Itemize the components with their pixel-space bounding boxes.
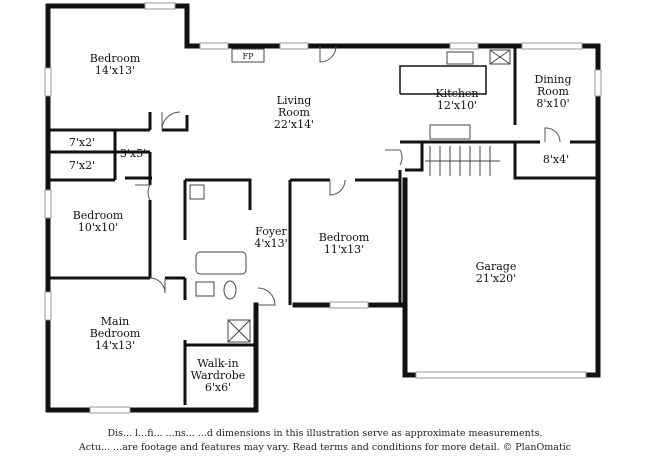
room-size-closet-a: 7'x2' <box>69 136 95 149</box>
room-name-walkin-2: Wardrobe <box>191 369 246 382</box>
disclaimer-line-1: Dis... l...fi... ...ns... ...d dimension… <box>107 428 543 439</box>
fireplace-icon <box>231 48 265 63</box>
fireplace-label: FP <box>243 52 255 61</box>
disclaimer-line-2: Actu... ...are footage and features may … <box>78 442 572 453</box>
sink-icon-3 <box>189 184 205 200</box>
room-name-living-2: Room <box>278 106 311 119</box>
disclaimer: Dis... l...fi... ...ns... ...d dimension… <box>0 427 650 455</box>
room-size-closet-b: 7'x2' <box>69 159 95 172</box>
room-size-bedroom-w: 10'x10' <box>78 221 118 234</box>
room-name-main-bedroom-2: Bedroom <box>90 327 141 340</box>
sink-icon-2 <box>195 281 215 297</box>
shower-icon <box>227 319 251 343</box>
toilet-icon <box>223 280 237 300</box>
windows <box>44 2 602 414</box>
room-name-dining-1: Dining <box>534 73 571 86</box>
doors <box>135 45 561 306</box>
room-name-living: Living <box>277 94 312 107</box>
room-name-main-bedroom-1: Main <box>101 315 129 328</box>
room-name-foyer: Foyer <box>255 225 287 238</box>
room-size-living: 22'x14' <box>274 118 314 131</box>
room-size-bedroom-c: 11'x13' <box>324 243 364 256</box>
room-size-main-bedroom: 14'x13' <box>95 339 135 352</box>
room-size-kitchen: 12'x10' <box>437 99 477 112</box>
room-size-foyer: 4'x13' <box>254 237 287 250</box>
room-name-dining-2: Room <box>537 85 570 98</box>
stairs <box>425 146 500 176</box>
sink-icon <box>446 51 474 65</box>
room-size-walkin: 6'x6' <box>205 381 231 394</box>
room-name-walkin-1: Walk-in <box>197 357 238 370</box>
interior-walls <box>48 46 598 405</box>
bathtub-icon <box>195 251 247 275</box>
room-name-kitchen: Kitchen <box>436 87 479 100</box>
room-size-garage: 21'x20' <box>476 272 516 285</box>
room-name-bedroom-c: Bedroom <box>319 231 370 244</box>
stove-icon <box>429 124 471 140</box>
room-name-garage: Garage <box>476 260 517 273</box>
room-size-dining: 8'x10' <box>536 97 569 110</box>
room-name-bedroom-nw: Bedroom <box>90 52 141 65</box>
room-size-nook: 8'x4' <box>543 153 569 166</box>
room-size-bedroom-nw: 14'x13' <box>95 64 135 77</box>
room-size-closet-c: 3'x5' <box>120 147 146 160</box>
room-name-bedroom-w: Bedroom <box>73 209 124 222</box>
fixtures <box>189 48 511 343</box>
